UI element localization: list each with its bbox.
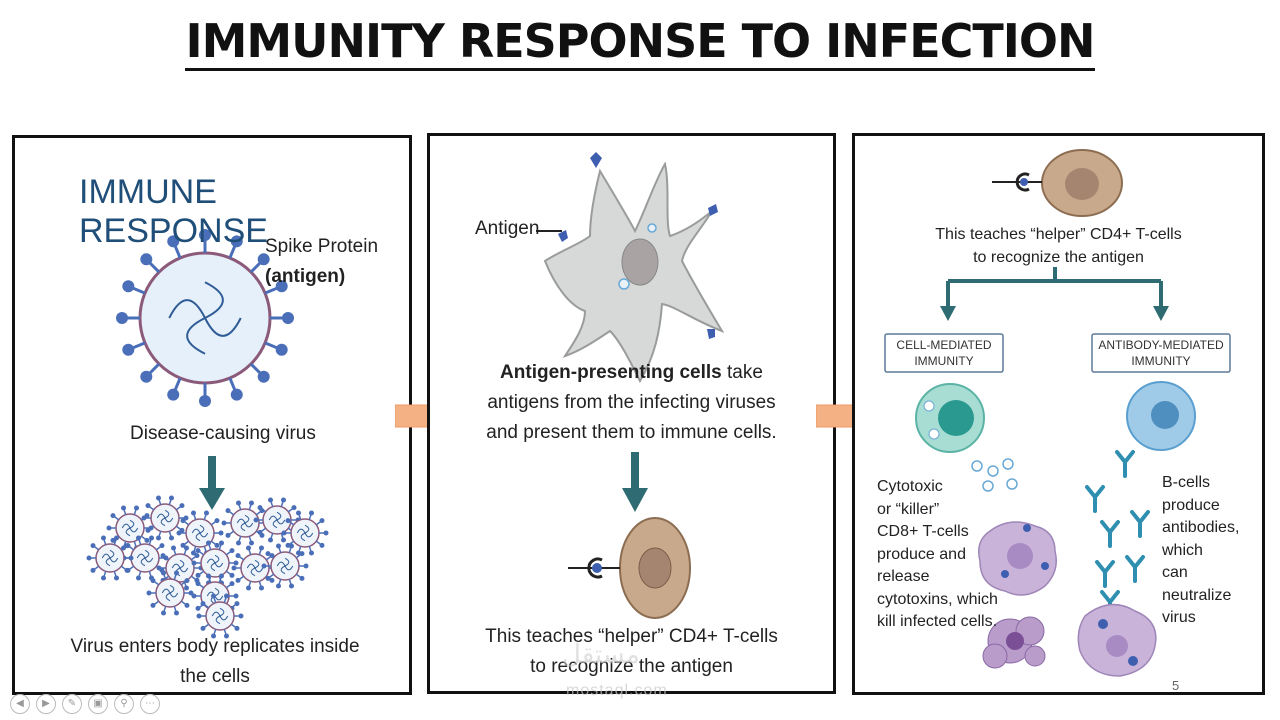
slides-icon[interactable]: ▣ xyxy=(88,694,108,714)
panel-immunity-types: This teaches “helper” CD4+ T-cells to re… xyxy=(852,133,1265,695)
cytotoxic_lines-line: kill infected cells. xyxy=(877,613,998,630)
bcell_lines-line: produce xyxy=(1162,496,1220,514)
virus-caption: Disease-causing virus xyxy=(130,423,316,444)
panel-antigen-presenting: Antigen Antigen-presenting cells take an… xyxy=(427,133,836,694)
cell-mediated-box: CELL-MEDIATED IMMUNITY xyxy=(896,338,992,368)
apc-description-3: and present them to immune cells. xyxy=(486,422,777,443)
slide-number: 5 xyxy=(1172,678,1180,693)
apc-illustration xyxy=(536,152,725,619)
panel-immune-response: IMMUNE RESPONSE Spike Protein (antigen) … xyxy=(12,135,412,695)
more-options-icon[interactable]: ⋯ xyxy=(140,694,160,714)
teach-caption-2: to recognize the antigen xyxy=(530,656,733,677)
immune-response-heading: IMMUNE RESPONSE xyxy=(79,173,268,250)
apc-description-2: antigens from the infecting viruses xyxy=(487,392,776,413)
bcell_lines-line: which xyxy=(1162,541,1203,559)
teach-caption-1b: This teaches “helper” CD4+ T-cells xyxy=(935,226,1182,243)
zoom-icon[interactable]: ⚲ xyxy=(114,694,134,714)
bcell_lines-line: antibodies, xyxy=(1162,519,1240,536)
cytotoxic-description: Cytotoxic or “killer” CD8+ T-cells produce … xyxy=(877,476,998,634)
next-slide-icon[interactable]: ▶ xyxy=(36,694,56,714)
cytotoxic_lines-line: produce and xyxy=(877,545,966,563)
spike-protein-label: Spike Protein xyxy=(265,236,379,257)
apc-description-1: Antigen-presenting cells take xyxy=(500,362,763,383)
replicate-caption-1: Virus enters body replicates inside xyxy=(70,636,360,657)
antibody-mediated-box: ANTIBODY-MEDIATED IMMUNITY xyxy=(1098,338,1224,368)
bcell_lines-line: can xyxy=(1162,564,1188,581)
replicate-caption-2: the cells xyxy=(180,666,250,687)
slideshow-nav: ◀ ▶ ✎ ▣ ⚲ ⋯ xyxy=(10,694,160,714)
prev-slide-icon[interactable]: ◀ xyxy=(10,694,30,714)
pen-icon[interactable]: ✎ xyxy=(62,694,82,714)
cytotoxic_lines-line: cytotoxins, which xyxy=(877,590,998,608)
bcell_lines-line: neutralize xyxy=(1162,586,1232,604)
antigen-pointer-label: Antigen xyxy=(475,218,540,239)
cytotoxic_lines-line: or “killer” xyxy=(877,500,940,518)
cytotoxic_lines-line: release xyxy=(877,568,930,585)
bcell-description: B-cells produce antibodies, which can neutral… xyxy=(1162,472,1239,630)
teach-caption-1: This teaches “helper” CD4+ T-cells xyxy=(485,626,778,647)
cytotoxic_lines-line: Cytotoxic xyxy=(877,478,943,495)
bcell_lines-line: B-cells xyxy=(1162,474,1211,491)
immunity-illustration xyxy=(884,149,1231,677)
cytotoxic_lines-line: CD8+ T-cells xyxy=(877,523,969,540)
watermark-logo: مستقل xyxy=(562,640,640,670)
page-title: IMMUNITY RESPONSE TO INFECTION xyxy=(0,14,1280,71)
virus-illustration xyxy=(86,229,329,639)
teach-caption-2b: to recognize the antigen xyxy=(973,249,1144,266)
watermark-text: mostaql.com xyxy=(566,682,668,699)
bcell_lines-line: virus xyxy=(1162,609,1196,626)
antigen-label: (antigen) xyxy=(265,266,346,287)
